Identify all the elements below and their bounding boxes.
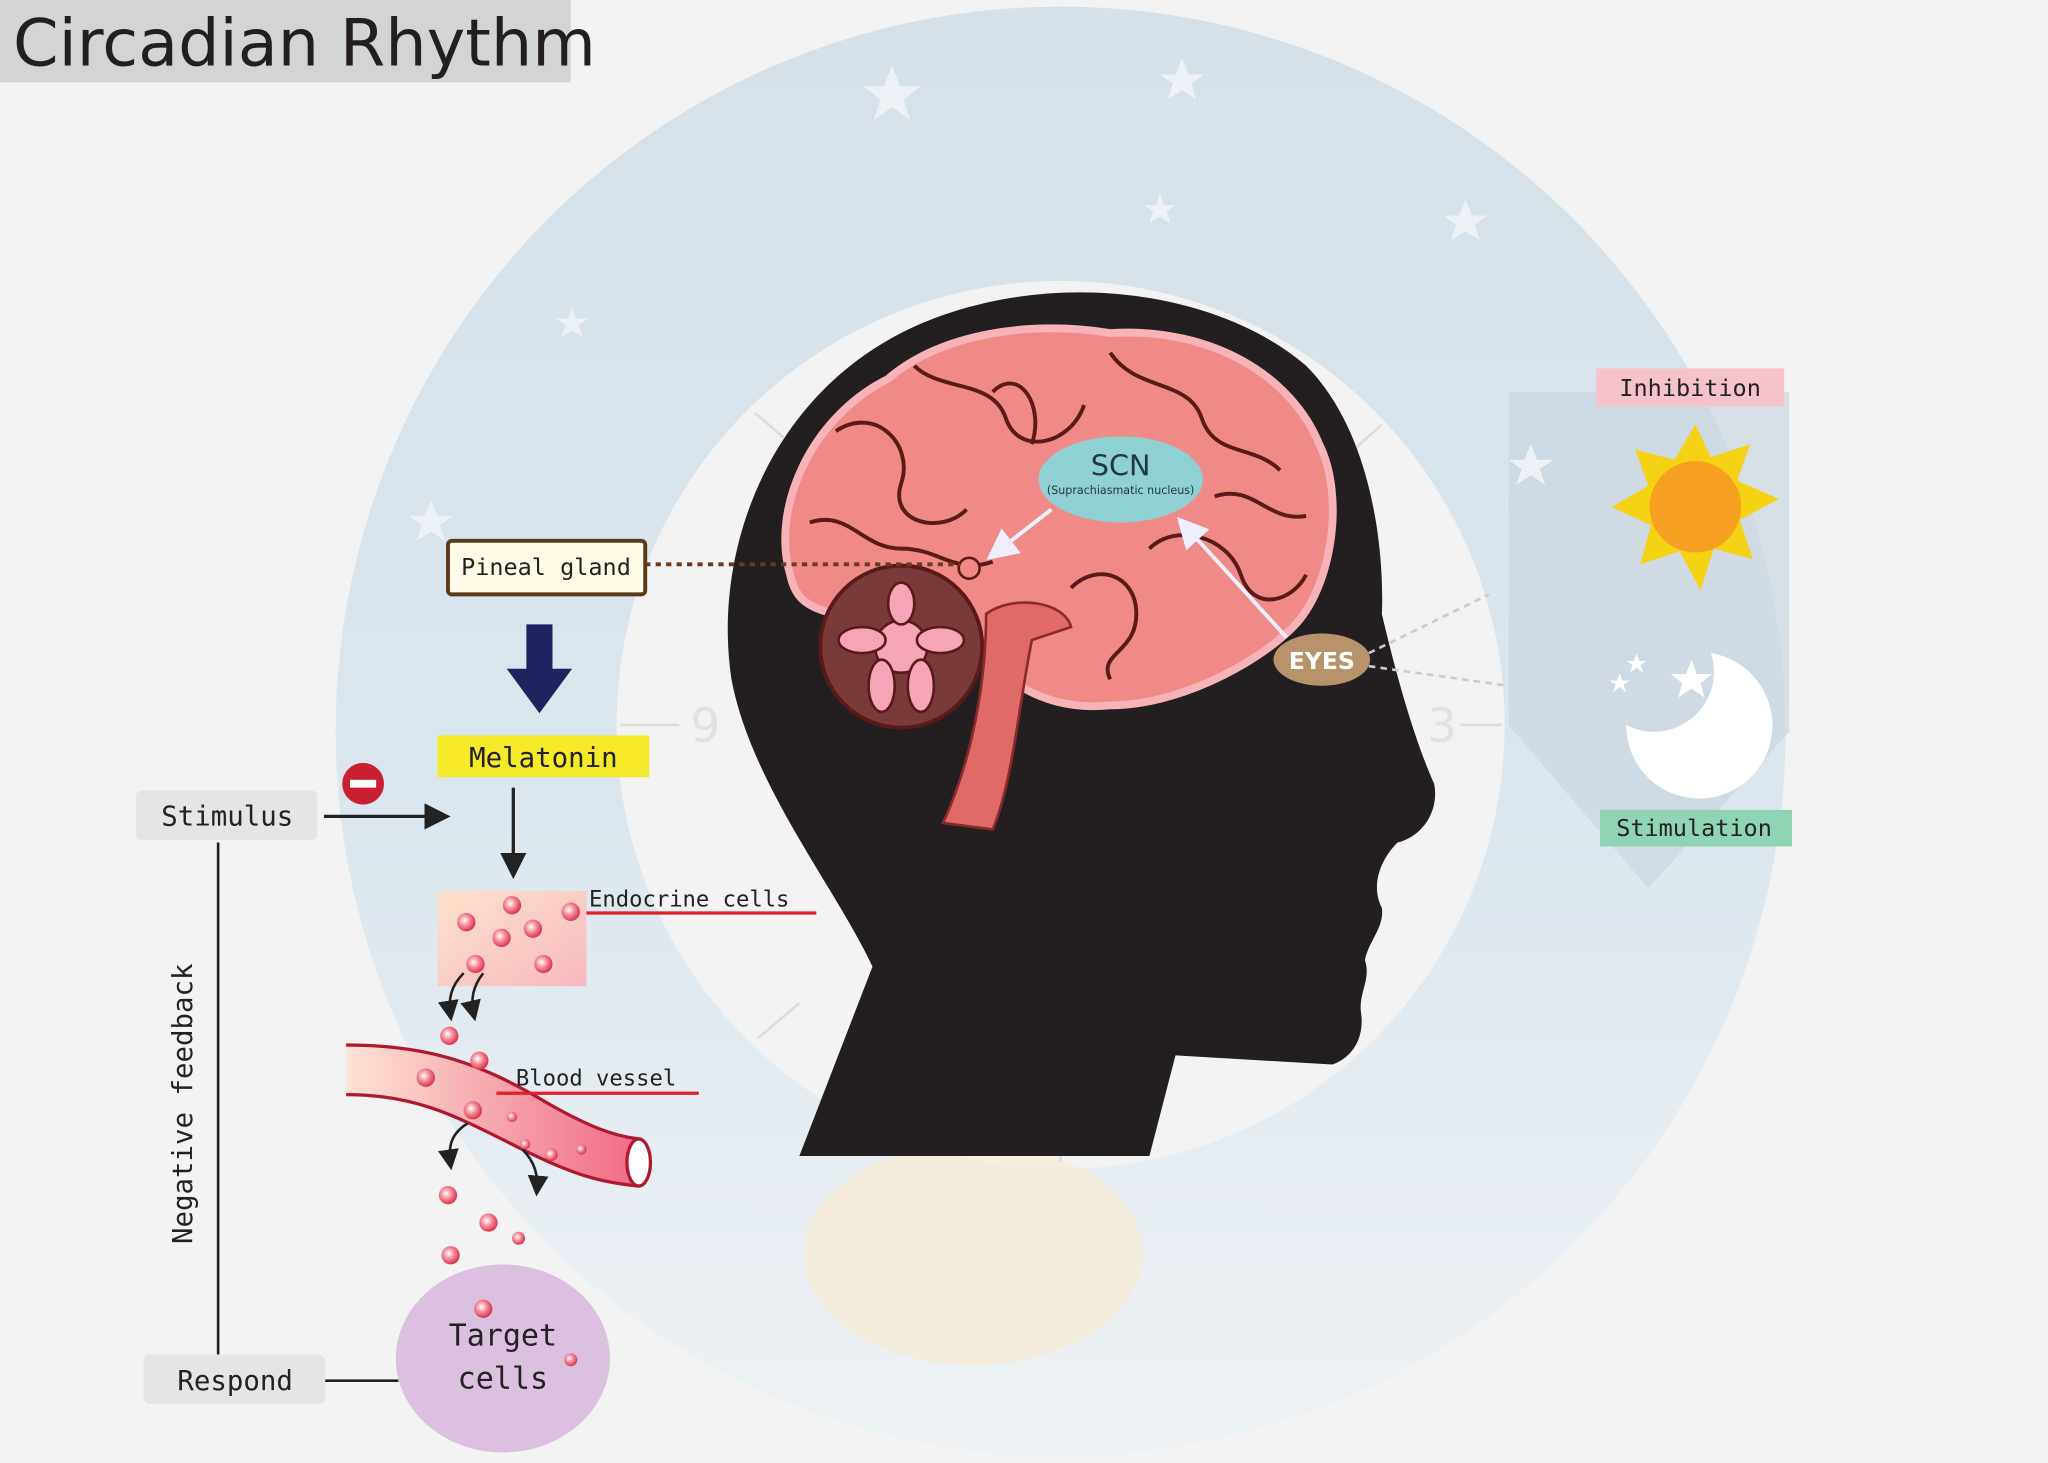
molecule <box>564 1353 578 1367</box>
pineal-gland-organ <box>957 556 981 580</box>
stars <box>408 58 1553 541</box>
molecule <box>474 1299 493 1318</box>
eyes-light-line <box>1368 593 1490 655</box>
star-icon <box>408 500 454 541</box>
stimulus-box <box>135 790 318 840</box>
stimulus-label: Stimulus <box>161 802 293 833</box>
star-icon <box>1159 58 1205 100</box>
clock-number-3: 3 <box>1427 699 1457 754</box>
clock-number-9: 9 <box>690 699 720 754</box>
endocrine-granules <box>457 896 580 974</box>
scn-to-pineal-arrow <box>986 507 1053 560</box>
negative-feedback-label: Negative feedback <box>168 963 199 1244</box>
cerebellum-folds <box>837 581 966 714</box>
diffusion-arrow <box>521 1148 549 1197</box>
vessel-opening <box>625 1137 653 1188</box>
sun-icon <box>1611 424 1779 591</box>
melatonin-box <box>437 735 650 778</box>
star-icon <box>556 307 588 338</box>
target-cells <box>395 1264 610 1453</box>
sun-glow <box>803 1142 1143 1365</box>
down-arrow-icon <box>506 624 573 714</box>
star-icon <box>1144 193 1176 224</box>
blood-vessel-label: Blood vessel <box>516 1065 676 1091</box>
brain-stem <box>941 601 1073 831</box>
respond-label: Respond <box>177 1366 293 1397</box>
diffusion-arrow <box>438 1122 469 1171</box>
stimulation-box <box>1600 809 1792 847</box>
inhibition-box <box>1596 368 1785 407</box>
endocrine-cells-label: Endocrine cells <box>589 887 789 913</box>
secretion-arrow <box>460 972 485 1022</box>
secretion-arrow <box>437 972 465 1022</box>
melatonin-molecules <box>416 1026 587 1298</box>
melatonin-label: Melatonin <box>469 743 618 774</box>
respond-box <box>143 1354 326 1405</box>
inhibition-label: Inhibition <box>1619 374 1760 402</box>
scn-full-label: (Suprachiasmatic nucleus) <box>1047 484 1194 497</box>
star-icon <box>1443 199 1488 241</box>
target-cells-label-line1: Target <box>449 1318 557 1353</box>
crescent-moon-icon <box>1609 653 1773 799</box>
minus-bar <box>350 779 377 788</box>
pineal-gland-label: Pineal gland <box>461 553 631 581</box>
scn-label-bubble <box>1038 436 1203 523</box>
scn-label: SCN <box>1091 449 1151 483</box>
eyes-to-scn-arrow <box>1176 516 1288 639</box>
eyes-label-bubble <box>1273 633 1371 686</box>
target-cells-label-line2: cells <box>458 1361 548 1396</box>
star-icon <box>863 65 921 121</box>
eyes-light-line <box>1368 664 1509 688</box>
eyes-label: EYES <box>1289 647 1355 675</box>
page-title: Circadian Rhythm <box>13 5 596 81</box>
pineal-gland-box <box>446 538 648 597</box>
title-banner <box>0 0 571 83</box>
star-icon <box>1508 444 1553 485</box>
stimulation-label: Stimulation <box>1616 814 1772 842</box>
